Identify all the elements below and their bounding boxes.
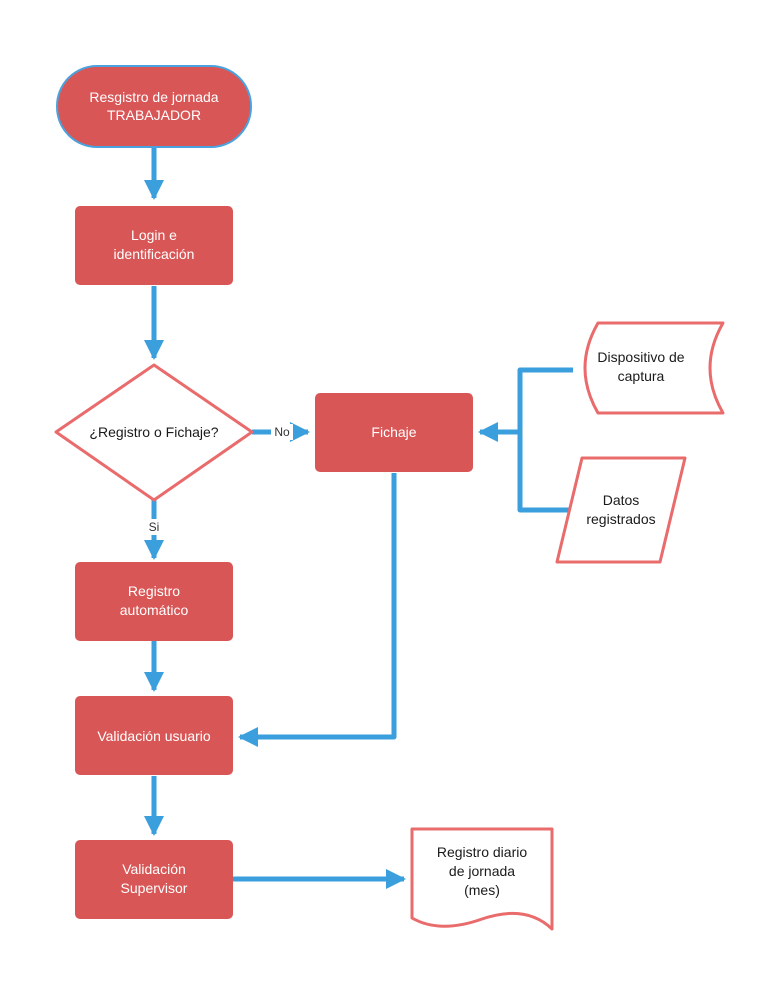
datos-parallelogram: Datos registrados xyxy=(555,456,687,564)
registro-diario-label-line2: de jornada xyxy=(449,863,515,879)
fichaje-label: Fichaje xyxy=(371,424,416,440)
registro-diario-label-line1: Registro diario xyxy=(437,844,527,860)
validacion-supervisor-label-line1: Validación xyxy=(122,861,186,877)
registro-auto-label-line1: Registro xyxy=(128,583,180,599)
dispositivo-label-line1: Dispositivo de xyxy=(597,349,684,365)
login-label-line1: Login e xyxy=(131,227,177,243)
start-terminator: Resgistro de jornada TRABAJADOR xyxy=(56,65,252,148)
decision-diamond: ¿Registro o Fichaje? xyxy=(54,363,254,502)
start-label-line1: Resgistro de jornada xyxy=(89,89,218,105)
login-process: Login e identificación xyxy=(75,206,233,285)
datos-label-line1: Datos xyxy=(603,492,640,508)
fichaje-process: Fichaje xyxy=(315,393,473,472)
decision-label: ¿Registro o Fichaje? xyxy=(89,424,218,440)
validacion-supervisor-label-line2: Supervisor xyxy=(121,880,188,896)
validacion-usuario-label: Validación usuario xyxy=(97,728,211,744)
registro-auto-label-line2: automático xyxy=(120,602,189,618)
login-label-line2: identificación xyxy=(114,246,195,262)
edge-dispositivo-fichaje xyxy=(517,367,573,432)
edge-label-no: No xyxy=(274,425,290,439)
validacion-usuario-process: Validación usuario xyxy=(75,696,233,775)
edge-fichaje-validacion xyxy=(238,473,397,747)
validacion-supervisor-process: Validación Supervisor xyxy=(75,840,233,919)
edge-datos-fichaje xyxy=(517,432,570,513)
datos-label-line2: registrados xyxy=(586,511,655,527)
dispositivo-stored-data: Dispositivo de captura xyxy=(583,321,725,415)
edge-label-si: Si xyxy=(149,520,160,534)
registro-diario-document: Registro diario de jornada (mes) xyxy=(410,827,554,931)
dispositivo-label-line2: captura xyxy=(618,368,665,384)
registro-automatico-process: Registro automático xyxy=(75,562,233,641)
start-label-line2: TRABAJADOR xyxy=(107,107,201,123)
registro-diario-label-line3: (mes) xyxy=(464,882,500,898)
